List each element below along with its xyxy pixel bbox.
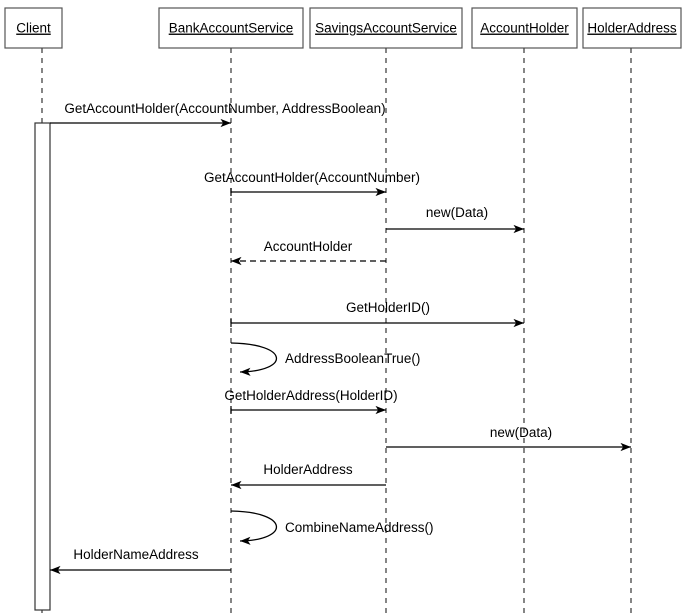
message-label: AddressBooleanTrue() xyxy=(285,351,420,366)
participant-account-holder[interactable]: AccountHolder xyxy=(471,7,578,49)
participant-label: HolderAddress xyxy=(587,21,677,36)
message-msg-6[interactable]: AddressBooleanTrue() xyxy=(230,342,420,376)
activation-bars-group xyxy=(34,122,51,611)
participant-bank-account-service[interactable]: BankAccountService xyxy=(158,7,304,49)
self-call-arrow xyxy=(230,510,278,545)
message-msg-8[interactable]: new(Data) xyxy=(386,425,631,452)
message-msg-2[interactable]: GetAccountHolder(AccountNumber) xyxy=(204,170,420,197)
participant-label: SavingsAccountService xyxy=(315,21,457,36)
participant-client[interactable]: Client xyxy=(4,7,63,49)
message-msg-7[interactable]: GetHolderAddress(HolderID) xyxy=(224,388,398,415)
message-label: CombineNameAddress() xyxy=(285,520,434,535)
message-label: GetAccountHolder(AccountNumber) xyxy=(204,170,420,185)
message-msg-3[interactable]: new(Data) xyxy=(386,205,524,234)
self-call-arrow xyxy=(230,342,278,376)
participant-savings-account-service[interactable]: SavingsAccountService xyxy=(309,7,463,49)
message-msg-10[interactable]: CombineNameAddress() xyxy=(230,510,434,545)
message-label: new(Data) xyxy=(426,205,488,220)
message-msg-1[interactable]: GetAccountHolder(AccountNumber, AddressB… xyxy=(50,101,386,128)
participant-box xyxy=(309,7,463,49)
participant-box xyxy=(158,7,304,49)
message-label: new(Data) xyxy=(490,425,552,440)
participant-boxes-group: Client BankAccountService SavingsAccountSe… xyxy=(4,7,682,49)
message-msg-9[interactable]: HolderAddress xyxy=(231,462,386,490)
participant-label: Client xyxy=(16,21,51,36)
message-label: GetAccountHolder(AccountNumber, AddressB… xyxy=(64,101,385,116)
message-label: GetHolderID() xyxy=(346,300,430,315)
messages-group: GetAccountHolder(AccountNumber, AddressB… xyxy=(50,101,631,575)
message-msg-4[interactable]: AccountHolder xyxy=(231,239,386,266)
message-msg-11[interactable]: HolderNameAddress xyxy=(50,547,231,575)
participant-box xyxy=(582,7,682,49)
participant-box xyxy=(471,7,578,49)
participant-holder-address[interactable]: HolderAddress xyxy=(582,7,682,49)
participant-label: AccountHolder xyxy=(480,21,569,36)
participant-box xyxy=(4,7,63,49)
message-label: AccountHolder xyxy=(264,239,353,254)
message-msg-5[interactable]: GetHolderID() xyxy=(230,300,524,328)
message-label: HolderAddress xyxy=(263,462,353,477)
message-label: HolderNameAddress xyxy=(73,547,199,562)
client-activation xyxy=(34,122,51,611)
message-label: GetHolderAddress(HolderID) xyxy=(224,388,397,403)
participant-label: BankAccountService xyxy=(169,21,294,36)
